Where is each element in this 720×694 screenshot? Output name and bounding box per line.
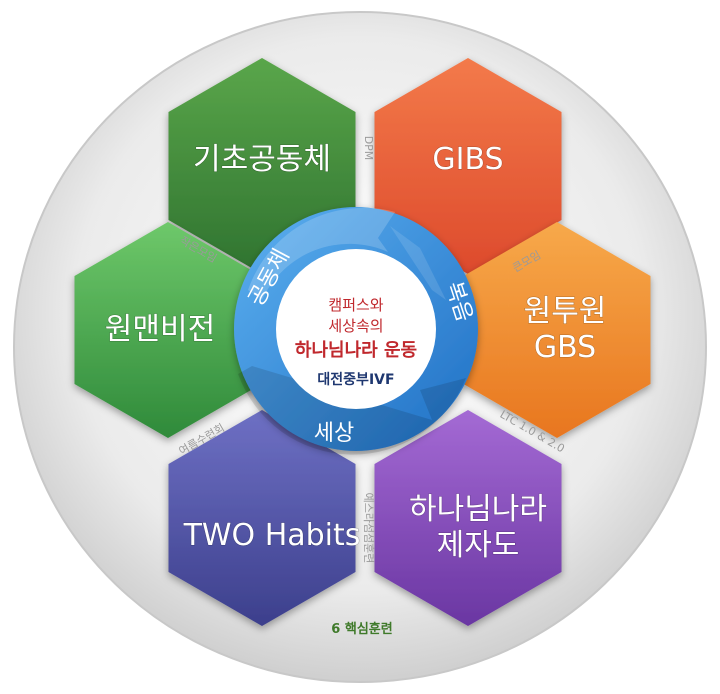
ring-label-world: 세상 — [314, 421, 354, 446]
hex-gibs — [374, 58, 562, 274]
hex-one-to-one-gbs — [463, 222, 651, 438]
hex-two-habits-label: TWO Habits — [183, 518, 361, 553]
footer-label: 6 핵심훈련 — [331, 621, 392, 637]
center-org: 대전중부IVF — [317, 371, 394, 388]
center-line-1: 캠퍼스와 — [328, 296, 383, 314]
hex-gibs-label: GIBS — [432, 142, 503, 177]
hex-basic-community-label: 기초공동체 — [193, 142, 331, 177]
hex-one-man-vision-label: 원맨비전 — [105, 312, 215, 347]
gap-label-top: DPM — [362, 136, 375, 161]
hex-two-habits — [168, 410, 356, 626]
hex-one-man-vision — [74, 222, 262, 438]
hex-kingdom-discipleship — [374, 410, 562, 626]
gap-label-bottom: 예스라섬섬훈련 — [362, 493, 375, 564]
center-line-2: 세상속의 — [328, 317, 383, 335]
center-line-3: 하나님나라 운동 — [295, 340, 417, 361]
center-circle — [276, 249, 436, 409]
